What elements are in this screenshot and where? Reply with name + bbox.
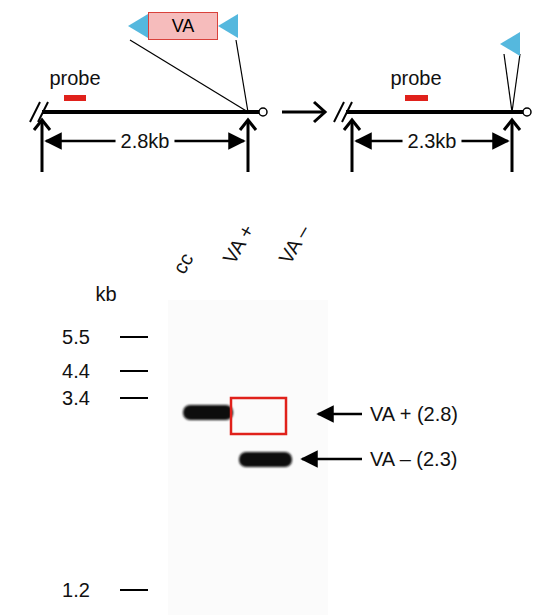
ladder-size: 4.4 (62, 361, 90, 381)
ladder-size: 5.5 (62, 327, 90, 347)
probe-label: probe (49, 68, 100, 88)
construct-right (334, 54, 531, 122)
band-label: VA + (2.8) (370, 404, 458, 424)
dimension-arrow (356, 140, 403, 143)
band (239, 452, 292, 467)
dimension-arrow (46, 140, 116, 143)
highlight-box (231, 398, 286, 434)
lane-label: cc (169, 250, 196, 277)
ladder-size: 1.2 (62, 580, 90, 600)
loxp-triangle (500, 32, 520, 56)
band (183, 405, 233, 420)
restriction-arrows (34, 120, 520, 172)
probe-bar (405, 95, 428, 101)
dimension-arrow (461, 140, 508, 143)
fragment-size: 2.8kb (121, 131, 170, 151)
construct-left (30, 40, 267, 122)
box-label: VA (172, 17, 195, 35)
loxp-triangle (128, 14, 148, 38)
gel-image (168, 300, 328, 615)
cassette-box: VA (148, 12, 218, 40)
ladder-size: 3.4 (62, 388, 90, 408)
probe-bar (64, 95, 86, 101)
dimension-arrow (174, 140, 244, 143)
lane-label: VA – (275, 222, 313, 267)
probe-label: probe (390, 68, 441, 88)
band-label: VA – (2.3) (370, 449, 457, 469)
axis-unit: kb (95, 284, 116, 304)
lane-label: VA + (219, 221, 257, 267)
ladder-ticks (120, 337, 148, 590)
transition-arrow (282, 102, 325, 122)
loxp-triangle (218, 14, 238, 38)
fragment-size: 2.3kb (408, 131, 457, 151)
band-pointers (302, 414, 362, 459)
